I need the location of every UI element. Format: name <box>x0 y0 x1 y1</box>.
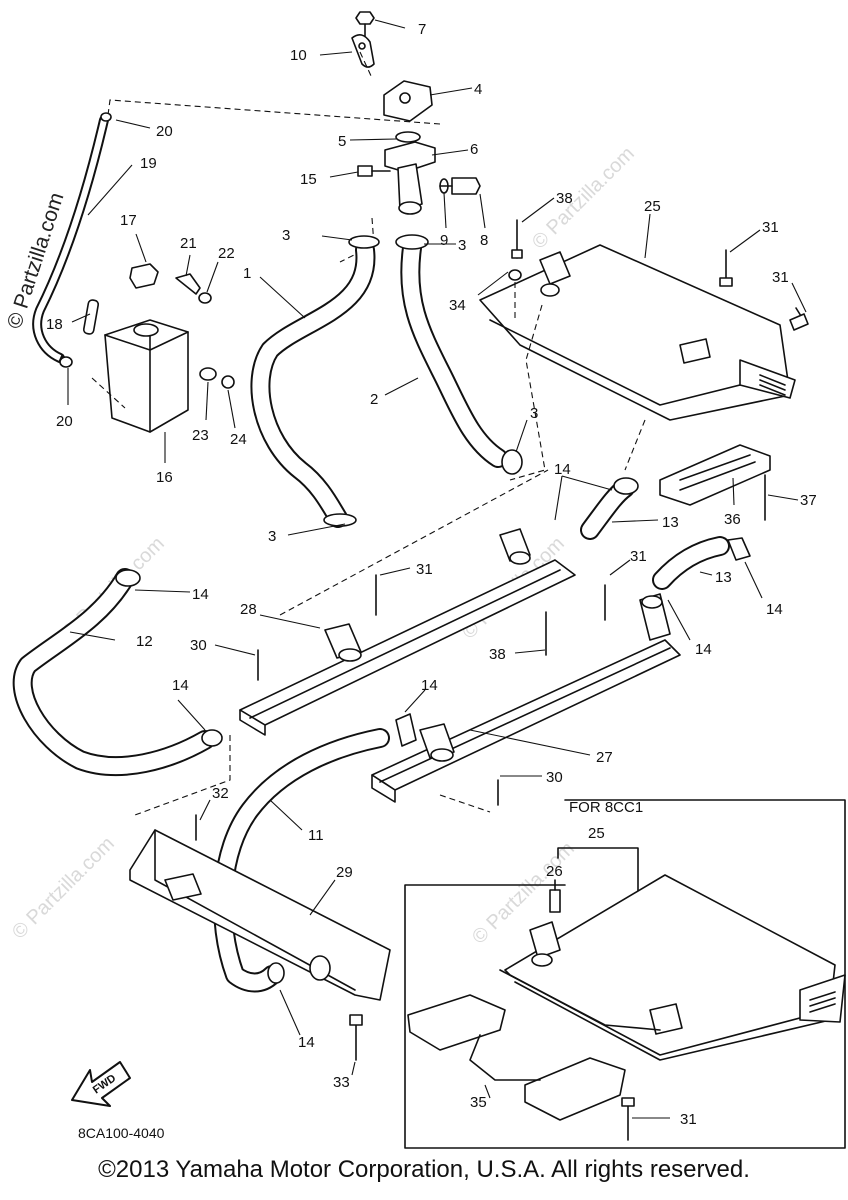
callout-3-c: 3 <box>530 405 538 422</box>
hose-11 <box>213 713 417 993</box>
callout-29: 29 <box>336 864 353 881</box>
callout-19: 19 <box>140 155 157 172</box>
callout-31-inset: 31 <box>680 1111 697 1128</box>
callout-25-top: 25 <box>644 198 661 215</box>
callout-24: 24 <box>230 431 247 448</box>
callout-14-c: 14 <box>192 586 209 603</box>
callout-31-d: 31 <box>416 561 433 578</box>
callout-20-bottom: 20 <box>56 413 73 430</box>
heat-exchanger-27 <box>371 584 681 806</box>
hose-13a <box>580 477 639 540</box>
callout-labels: 7 10 4 20 19 5 6 15 8 9 38 25 31 31 17 2… <box>46 21 817 1128</box>
copyright-notice: ©2013 Yamaha Motor Corporation, U.S.A. A… <box>98 1156 750 1183</box>
callout-5: 5 <box>338 133 346 150</box>
callout-3-d: 3 <box>268 528 276 545</box>
callout-38-top: 38 <box>556 190 573 207</box>
heat-exchanger-25 <box>479 219 809 421</box>
hose-12 <box>12 568 223 777</box>
hose-13b <box>652 536 751 590</box>
callout-3-b: 3 <box>458 237 466 254</box>
callout-22: 22 <box>218 245 235 262</box>
bracket-29 <box>129 814 391 1061</box>
callout-7: 7 <box>418 21 426 38</box>
callout-1: 1 <box>243 265 251 282</box>
callout-2: 2 <box>370 391 378 408</box>
watermark-3: © Partzilla.com <box>8 833 119 944</box>
callout-34: 34 <box>449 297 466 314</box>
callout-6: 6 <box>470 141 478 158</box>
callout-10: 10 <box>290 47 307 64</box>
hose-2 <box>395 234 523 475</box>
radiator-cap-assembly <box>351 11 481 215</box>
callout-20-top: 20 <box>156 123 173 140</box>
callout-33: 33 <box>333 1074 350 1091</box>
callout-17: 17 <box>120 212 137 229</box>
callout-31-a: 31 <box>762 219 779 236</box>
callout-9: 9 <box>440 232 448 249</box>
callout-31-b: 31 <box>772 269 789 286</box>
hose-1 <box>250 235 380 528</box>
leader-lines <box>67 19 807 1119</box>
callout-23: 23 <box>192 427 209 444</box>
callout-31-c: 31 <box>630 548 647 565</box>
callout-8: 8 <box>480 232 488 249</box>
watermark-5: © Partzilla.com <box>528 143 639 254</box>
bracket-36 <box>659 444 771 521</box>
inset-8cc1 <box>404 799 846 1149</box>
callout-37: 37 <box>800 492 817 509</box>
callout-25-inset: 25 <box>588 825 605 842</box>
watermark-4: © Partzilla.com <box>468 838 579 949</box>
callout-30-a: 30 <box>190 637 207 654</box>
fwd-arrow-icon: FWD <box>71 1061 131 1107</box>
callout-30-b: 30 <box>546 769 563 786</box>
callout-3-a: 3 <box>282 227 290 244</box>
callout-32: 32 <box>212 785 229 802</box>
callout-11: 11 <box>308 827 324 844</box>
inset-title: FOR 8CC1 <box>569 799 643 816</box>
callout-35: 35 <box>470 1094 487 1111</box>
coolant-tank <box>82 263 235 433</box>
callout-12: 12 <box>136 633 153 650</box>
heat-exchanger-28 <box>239 528 576 736</box>
callout-14-e: 14 <box>172 677 189 694</box>
callout-16: 16 <box>156 469 173 486</box>
callout-21: 21 <box>180 235 197 252</box>
callout-36: 36 <box>724 511 741 528</box>
callout-14-g: 14 <box>298 1034 315 1051</box>
callout-13-a: 13 <box>662 514 679 531</box>
callout-14-b: 14 <box>766 601 783 618</box>
callout-38-b: 38 <box>489 646 506 663</box>
callout-4: 4 <box>474 81 482 98</box>
callout-14-a: 14 <box>554 461 571 478</box>
part-code: 8CA100-4040 <box>78 1125 165 1141</box>
callout-26: 26 <box>546 863 563 880</box>
callout-15: 15 <box>300 171 317 188</box>
callout-18: 18 <box>46 316 63 333</box>
callout-14-d: 14 <box>695 641 712 658</box>
callout-28: 28 <box>240 601 257 618</box>
callout-27: 27 <box>596 749 613 766</box>
callout-13-b: 13 <box>715 569 732 586</box>
callout-14-f: 14 <box>421 677 438 694</box>
